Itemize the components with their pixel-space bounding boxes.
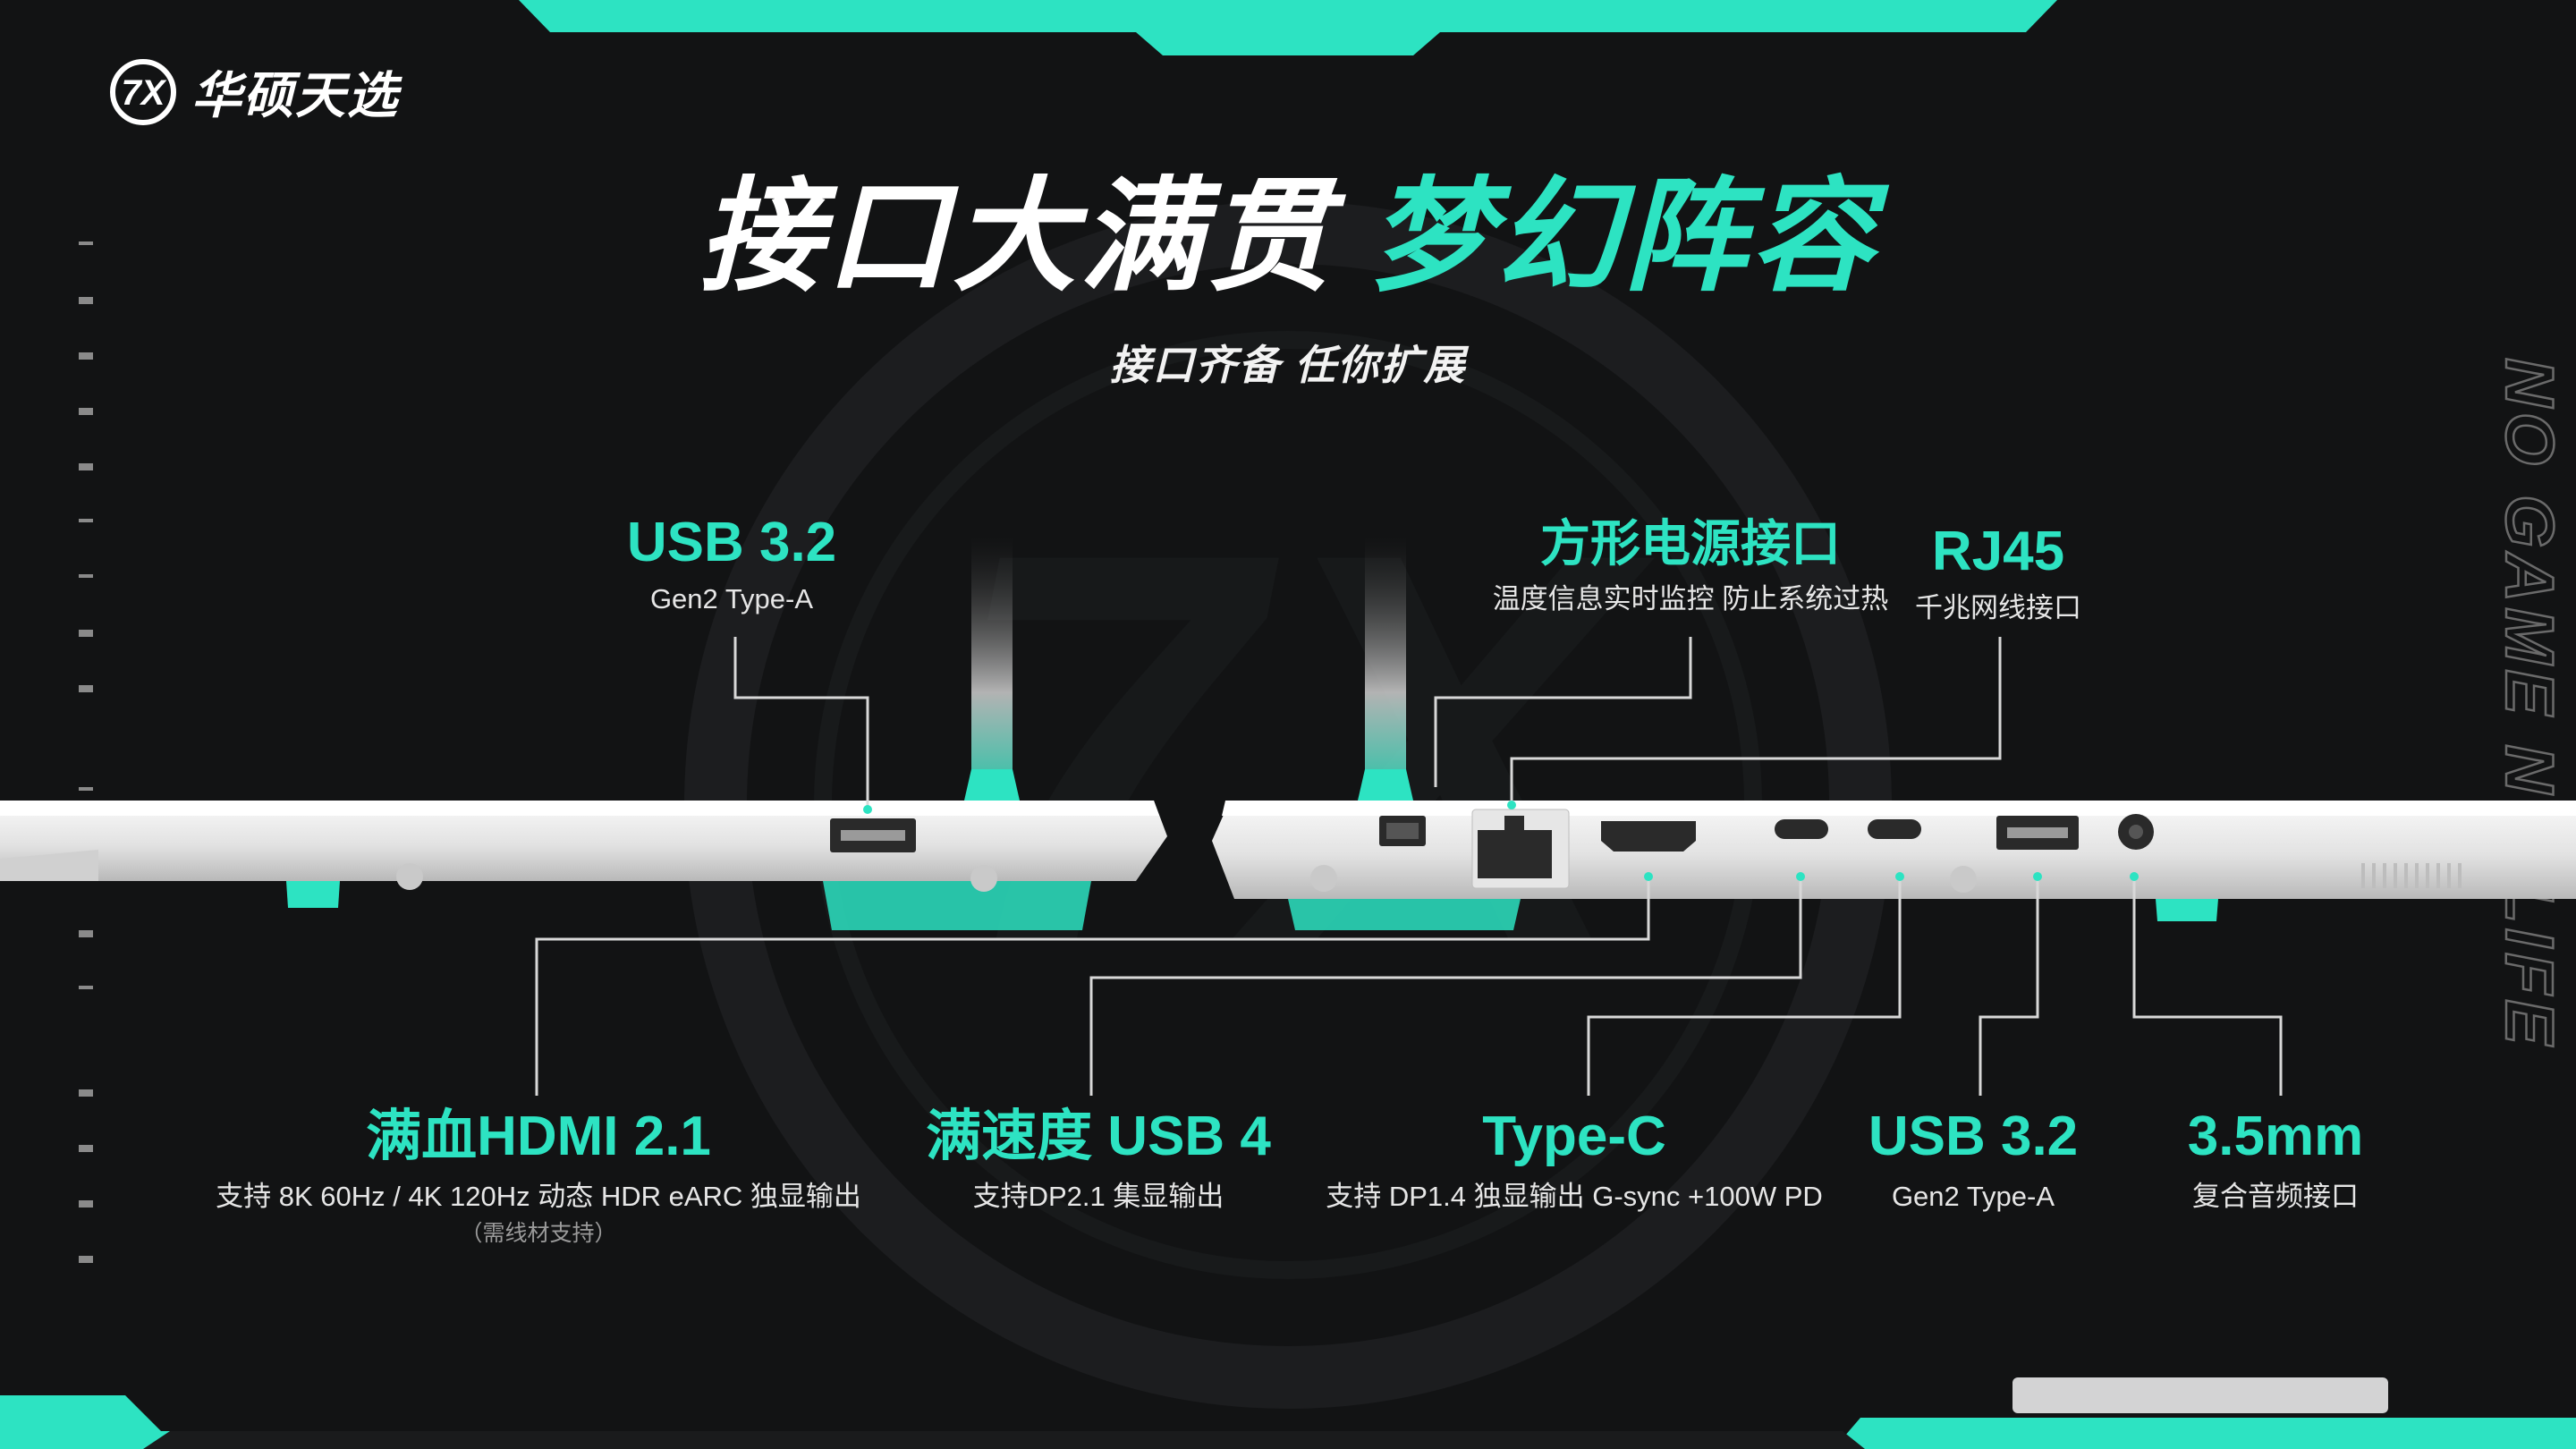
left-ruler-decoration <box>79 242 93 1263</box>
label-typec-title: Type-C <box>1482 1106 1666 1167</box>
usb-c-port-2 <box>1868 819 1921 839</box>
vent-grille <box>2361 863 2462 888</box>
usb-a-port-right <box>1996 816 2079 850</box>
label-usb-left: USB 3.2 Gen2 Type-A <box>626 512 837 614</box>
usb-a-port-left <box>830 818 916 852</box>
title-teal: 梦幻阵容 <box>1369 168 1878 306</box>
brand-name: 华硕天选 <box>191 67 399 123</box>
title-white: 接口大满贯 <box>698 168 1334 306</box>
bottom-right-accent <box>1834 1418 2576 1449</box>
laptop-right-side <box>1212 537 2576 930</box>
label-audio-sub: 复合音频接口 <box>2191 1181 2359 1212</box>
laptop-left-side <box>0 537 1167 930</box>
usb-c-port-1 <box>1775 819 1828 839</box>
page-title: 接口大满贯梦幻阵容 <box>0 175 2576 299</box>
hdmi-port <box>1601 821 1696 852</box>
label-usb-left-sub: Gen2 Type-A <box>649 583 814 614</box>
svg-text:7X: 7X <box>949 438 1656 1057</box>
label-power-title: 方形电源接口 <box>1540 515 1841 572</box>
label-usb4-sub: 支持DP2.1 集显输出 <box>972 1181 1224 1212</box>
callout-dots <box>863 801 2139 881</box>
label-hdmi: 满血HDMI 2.1 支持 8K 60Hz / 4K 120Hz 动态 HDR … <box>216 1109 861 1245</box>
label-power-sub: 温度信息实时监控 防止系统过热 <box>1492 583 1889 614</box>
svg-text:7X: 7X <box>122 73 167 113</box>
page-subtitle: 接口齐备 任你扩展 <box>1109 342 1467 388</box>
callout-lines <box>535 637 2283 1096</box>
label-usb-left-title: USB 3.2 <box>626 512 837 573</box>
label-typec-sub: 支持 DP1.4 独显输出 G-sync +100W PD <box>1326 1181 1823 1212</box>
side-slogan: NO GAME NO LIFE <box>2490 358 2560 1051</box>
rj45-port <box>1471 809 1570 889</box>
label-usb4: 满速度 USB 4 支持DP2.1 集显输出 <box>926 1106 1271 1212</box>
label-power: 方形电源接口 温度信息实时监控 防止系统过热 <box>1492 515 1889 614</box>
side-slogan-text: NO GAME NO LIFE <box>2491 358 2560 1050</box>
label-usb-right-sub: Gen2 Type-A <box>1891 1181 2055 1212</box>
tuf-7x-logo-icon: 7X <box>110 58 176 125</box>
label-usb-right-title: USB 3.2 <box>1868 1106 2079 1167</box>
label-rj45-title: RJ45 <box>1931 521 2065 582</box>
watermark <box>2012 1377 2388 1413</box>
label-hdmi-note: （需线材支持） <box>460 1221 617 1246</box>
label-audio-title: 3.5mm <box>2187 1106 2364 1167</box>
label-usb4-title: 满速度 USB 4 <box>926 1106 1271 1167</box>
audio-jack <box>2118 814 2154 850</box>
label-rj45-sub: 千兆网线接口 <box>1915 592 2081 623</box>
top-accent-bar <box>519 0 2057 55</box>
power-port <box>1379 816 1426 846</box>
label-typec: Type-C 支持 DP1.4 独显输出 G-sync +100W PD <box>1326 1106 1823 1212</box>
brand-logo: 7X 华硕天选 <box>107 55 399 128</box>
label-hdmi-sub: 支持 8K 60Hz / 4K 120Hz 动态 HDR eARC 独显输出 <box>216 1181 861 1212</box>
label-rj45: RJ45 千兆网线接口 <box>1915 521 2081 623</box>
label-usb-right: USB 3.2 Gen2 Type-A <box>1868 1106 2079 1212</box>
label-hdmi-title: 满血HDMI 2.1 <box>366 1106 711 1167</box>
label-audio: 3.5mm 复合音频接口 <box>2187 1106 2364 1212</box>
